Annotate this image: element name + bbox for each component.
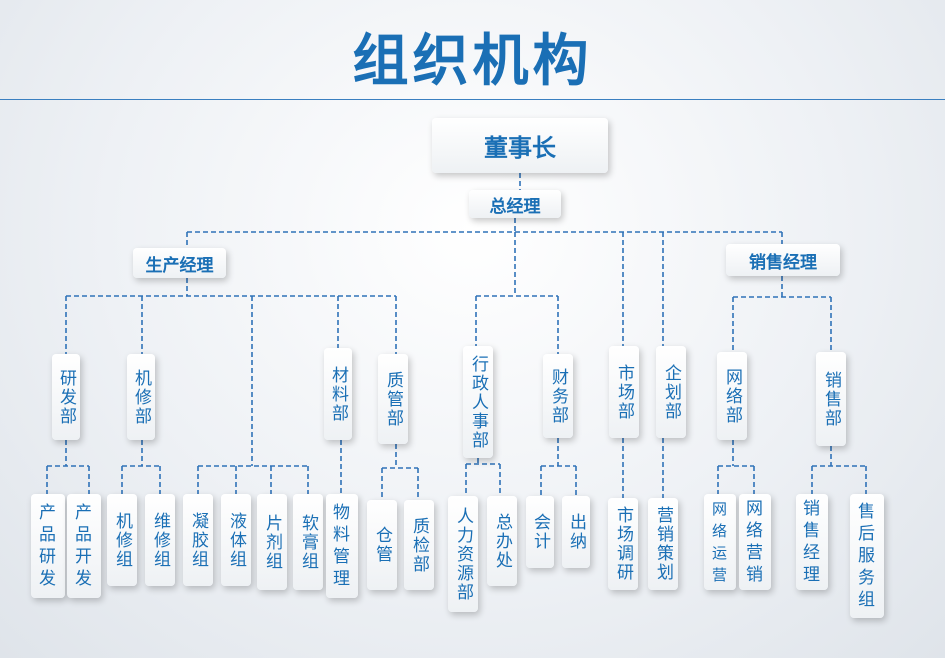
- unit-product-dev: 产品开发: [67, 494, 101, 598]
- unit-market-research: 市场调研: [608, 498, 638, 590]
- dept-planning: 企划部: [656, 346, 686, 438]
- unit-repair-group: 机修组: [107, 494, 137, 586]
- unit-ointment-group-label: 软膏组: [298, 513, 318, 571]
- unit-marketing-planning-label: 营销策划: [653, 506, 673, 582]
- unit-liquid-group-label: 液体组: [226, 511, 246, 569]
- unit-sales-manager: 销售经理: [796, 494, 828, 590]
- unit-cashier: 出纳: [562, 496, 590, 568]
- unit-sales-manager-label: 销售经理: [803, 499, 821, 585]
- unit-tablet-group: 片剂组: [257, 494, 287, 590]
- unit-net-marketing-label: 网络营销: [746, 499, 764, 585]
- unit-ointment-group: 软膏组: [293, 494, 323, 590]
- general-manager-label: 总经理: [489, 196, 541, 217]
- unit-product-rd: 产品研发: [31, 494, 65, 598]
- dept-rd: 研发部: [52, 354, 80, 440]
- unit-inspection-label: 质检部: [409, 516, 429, 574]
- unit-hr-resources-label: 人力资源部: [453, 506, 473, 602]
- unit-material-mgmt-label: 物料管理: [333, 503, 351, 589]
- unit-tablet-group-label: 片剂组: [262, 513, 282, 571]
- dept-repair-label: 机修部: [131, 368, 151, 426]
- page-title: 组织机构: [352, 29, 593, 94]
- unit-net-ops: 网络运营: [704, 494, 736, 590]
- unit-general-office-label: 总办处: [492, 512, 512, 570]
- dept-qc-label: 质管部: [383, 370, 403, 428]
- sales-manager-box: 销售经理: [726, 244, 840, 276]
- dept-market: 市场部: [609, 346, 639, 438]
- dept-hr-label: 行政人事部: [468, 354, 488, 450]
- dept-network-label: 网络部: [722, 367, 742, 425]
- unit-inspection: 质检部: [404, 500, 434, 590]
- dept-hr: 行政人事部: [463, 346, 493, 458]
- chairman-box: 董事长: [432, 118, 608, 173]
- unit-hr-resources: 人力资源部: [448, 496, 478, 612]
- chairman-label: 董事长: [484, 134, 556, 162]
- dept-rd-label: 研发部: [56, 368, 76, 426]
- unit-gel-group: 凝胶组: [183, 494, 213, 586]
- unit-warehouse: 仓管: [367, 500, 397, 590]
- dept-finance-label: 财务部: [548, 367, 568, 425]
- unit-cashier-label: 出纳: [566, 513, 586, 551]
- unit-market-research-label: 市场调研: [613, 506, 633, 582]
- dept-sales-label: 销售部: [821, 370, 841, 428]
- dept-qc: 质管部: [378, 354, 408, 444]
- dept-planning-label: 企划部: [661, 363, 681, 421]
- dept-market-label: 市场部: [614, 363, 634, 421]
- unit-repair-group-label: 机修组: [112, 511, 132, 569]
- unit-maintenance-group: 维修组: [145, 494, 175, 586]
- dept-materials-label: 材料部: [328, 365, 348, 423]
- production-manager-label: 生产经理: [145, 255, 214, 276]
- unit-marketing-planning: 营销策划: [648, 498, 678, 590]
- unit-maintenance-group-label: 维修组: [150, 511, 170, 569]
- unit-gel-group-label: 凝胶组: [188, 511, 208, 569]
- unit-liquid-group: 液体组: [221, 494, 251, 586]
- unit-after-sales-label: 售后服务组: [858, 502, 876, 610]
- unit-accounting: 会计: [526, 496, 554, 568]
- unit-after-sales: 售后服务组: [850, 494, 884, 618]
- dept-finance: 财务部: [543, 354, 573, 438]
- unit-general-office: 总办处: [487, 496, 517, 586]
- unit-net-ops-label: 网络运营: [711, 500, 728, 584]
- unit-net-marketing: 网络营销: [739, 494, 771, 590]
- dept-sales: 销售部: [816, 352, 846, 446]
- unit-accounting-label: 会计: [530, 513, 550, 551]
- production-manager-box: 生产经理: [133, 248, 226, 278]
- dept-network: 网络部: [717, 352, 747, 440]
- unit-warehouse-label: 仓管: [372, 526, 392, 564]
- unit-product-dev-label: 产品开发: [75, 503, 93, 589]
- unit-product-rd-label: 产品研发: [39, 503, 57, 589]
- title-divider: [0, 99, 945, 100]
- dept-materials: 材料部: [324, 348, 352, 440]
- sales-manager-label: 销售经理: [749, 252, 817, 273]
- general-manager-box: 总经理: [469, 190, 561, 218]
- dept-repair: 机修部: [127, 354, 155, 440]
- unit-material-mgmt: 物料管理: [326, 494, 358, 598]
